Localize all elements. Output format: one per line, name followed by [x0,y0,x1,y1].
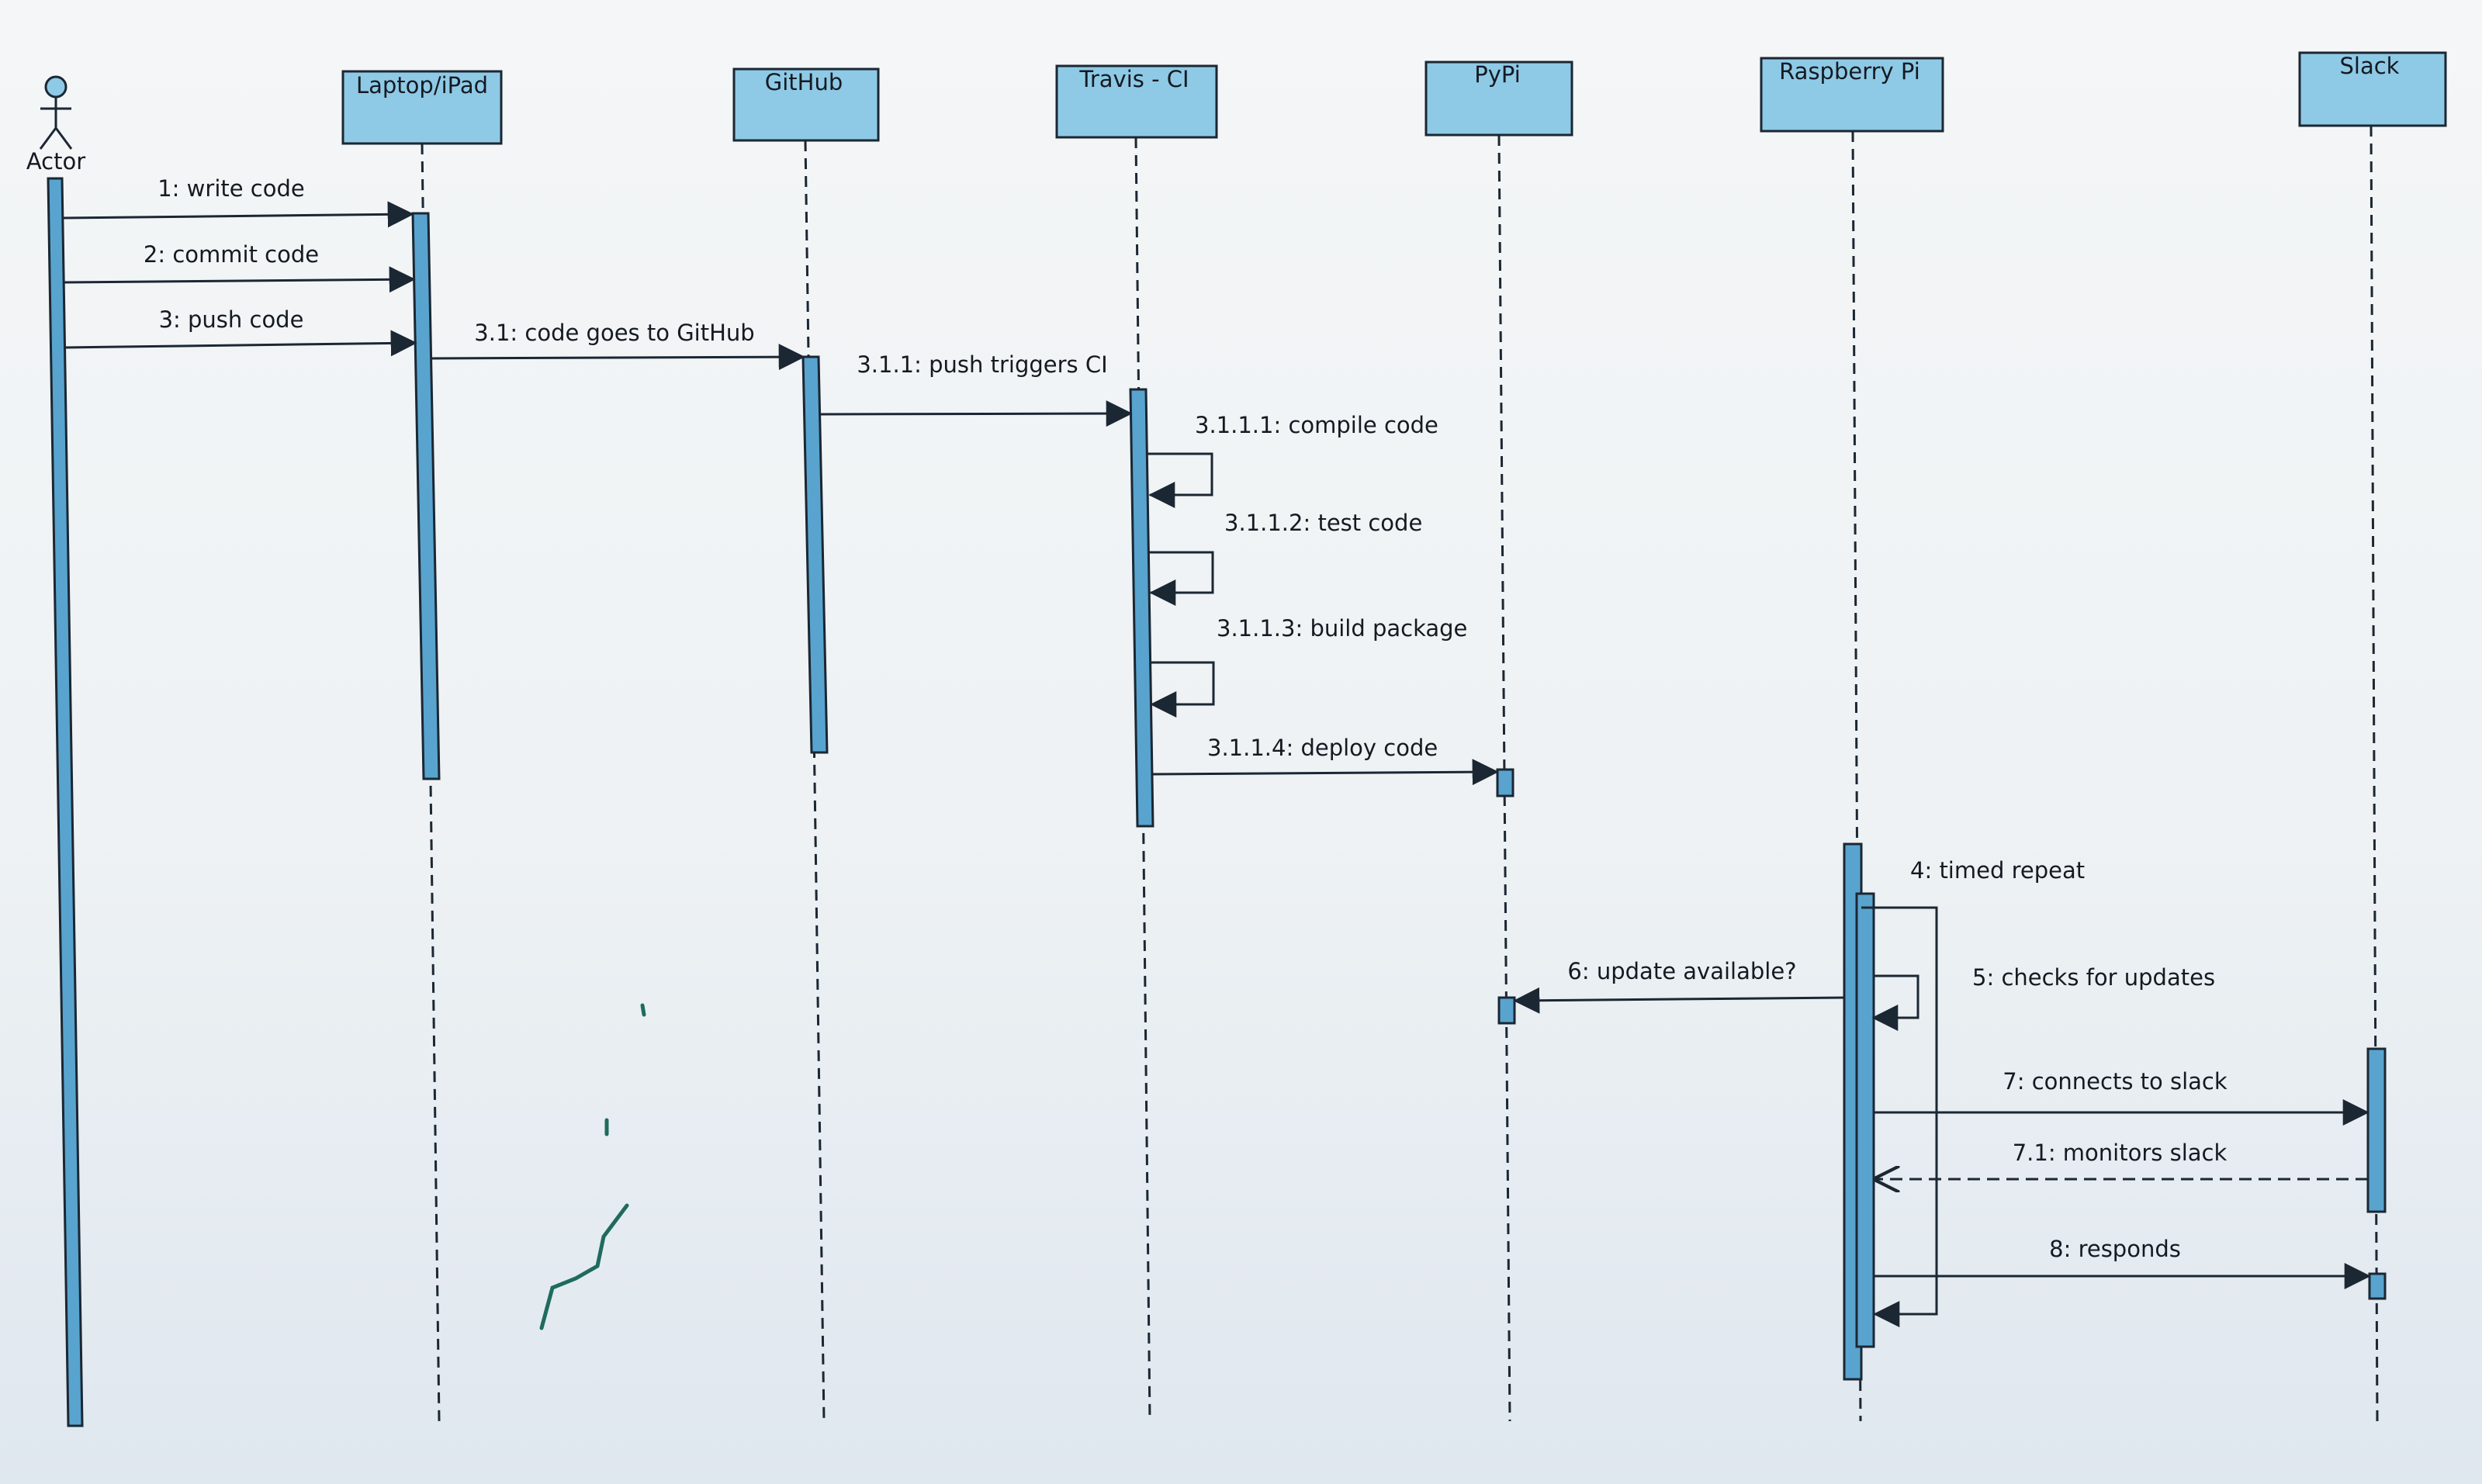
self-message-arrow [1871,974,1919,1031]
message-label: 3.1.1.1: compile code [1195,412,1438,438]
ink-mark [539,1203,629,1330]
message-arrow [1513,987,1846,1014]
participant-label: PyPi [1474,61,1521,88]
message-label: 3.1.1: push triggers CI [857,351,1107,378]
message-label: 7.1: monitors slack [2013,1140,2228,1166]
activation-actor [47,177,84,1427]
participant-box [341,70,503,145]
participant-travis: Travis - CI [1055,64,1218,139]
ink-mark [640,1003,646,1017]
participant-box [1424,61,1573,137]
participant-label: GitHub [765,69,843,95]
message-label: 3.1.1.2: test code [1224,510,1422,536]
activation-github [801,355,829,754]
message-label: 1: write code [158,175,305,202]
activation-slack-respond [2368,1272,2387,1300]
actor-left-leg [39,127,57,150]
message-label: 3.1.1.3: build package [1217,615,1467,642]
activation-pypi-deploy [1496,768,1514,797]
activation-travis [1129,388,1154,828]
participant-label: Laptop/iPad [356,72,488,99]
message-label: 2: commit code [144,241,319,268]
message-label: 4: timed repeat [1910,857,2085,884]
message-label: 3.1: code goes to GitHub [474,320,754,346]
participant-laptop: Laptop/iPad [341,70,503,145]
actor-label: Actor [26,148,85,175]
participant-slack: Slack [2298,51,2447,127]
participant-label: Travis - CI [1078,66,1189,92]
message-arrow [431,344,805,371]
self-message-arrow [1148,452,1213,508]
self-message-arrow [1148,551,1214,606]
activation-pypi-update [1497,996,1516,1025]
lifeline-github [804,140,826,1422]
ink-marks [539,1003,646,1330]
message-labels: 1: write code 2: commit code 3: push cod… [144,175,2228,1262]
activation-pi-inner [1855,892,1875,1348]
messages [63,201,2371,1327]
message-label: 5: checks for updates [1972,964,2215,991]
message-arrow [820,400,1133,427]
lifeline-slack [2369,125,2379,1422]
message-label: 7: connects to slack [2003,1068,2228,1095]
participant-box [1760,57,1944,133]
activation-bars [47,177,2387,1427]
participant-github: GitHub [732,67,880,142]
participant-raspberry-pi: Raspberry Pi [1760,57,1944,133]
message-label: 3.1.1.4: deploy code [1207,735,1438,761]
message-label: 6: update available? [1567,958,1796,984]
activation-laptop [411,212,441,780]
message-arrow [64,330,417,357]
actor-head [44,75,68,99]
message-arrow [63,266,416,293]
actor: Actor [26,75,85,175]
participant-box [2298,51,2447,127]
self-message-arrow [1861,906,1938,1327]
message-label: 3: push code [159,306,304,333]
participant-box [732,67,880,142]
activation-slack-connect [2366,1047,2387,1213]
self-message-arrow [1150,661,1215,718]
message-label: 8: responds [2049,1236,2181,1262]
participant-label: Raspberry Pi [1779,58,1920,85]
participant-box [1055,64,1218,139]
participant-pypi: PyPi [1424,61,1573,137]
message-arrow [1152,759,1499,786]
participant-label: Slack [2340,53,2400,79]
message-arrow [63,201,414,228]
actor-right-leg [54,127,73,150]
